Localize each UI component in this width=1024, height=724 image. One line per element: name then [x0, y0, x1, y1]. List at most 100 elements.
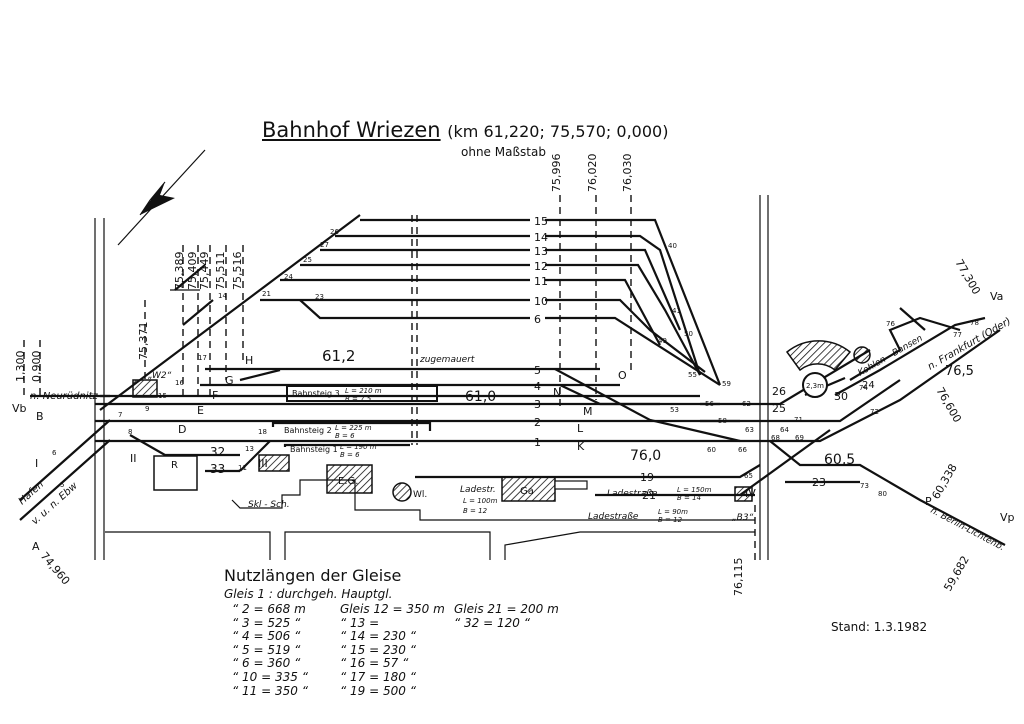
road-boundaries [94, 195, 769, 560]
svg-text:24: 24 [284, 273, 293, 281]
signal-box-w2 [132, 379, 158, 398]
track-numbers: 15 14 13 12 11 10 6 5 4 3 2 1 19 21 23 3… [210, 215, 875, 502]
platform-3-width: B = 7,5 [345, 395, 372, 403]
legend-row: “ 3 = 525 “ [232, 615, 301, 630]
svg-text:62: 62 [742, 400, 751, 408]
legend-row: “ 11 = 350 “ [232, 683, 308, 698]
station-km: (km 61,220; 75,570; 0,000) [447, 122, 669, 141]
legend-row: “ 19 = 500 “ [340, 683, 416, 698]
engine-shed [785, 340, 852, 372]
svg-text:E: E [197, 404, 204, 417]
legend: Nutzlängen der Gleise Gleis 1 : durchgeh… [224, 566, 401, 601]
north-arrow-icon [117, 149, 206, 246]
platform-1-name: Bahnsteig 1 [290, 445, 338, 454]
svg-text:40: 40 [668, 242, 677, 250]
svg-text:27: 27 [320, 241, 329, 249]
svg-text:63: 63 [745, 426, 754, 434]
platform-1-width: B = 6 [340, 451, 360, 459]
svg-text:H: H [245, 354, 253, 367]
signal-labels: BVb A ED FG H KL MN O PVp Va I II III IV [12, 290, 1015, 553]
stand-date: Stand: 1.3.1982 [831, 620, 928, 634]
svg-text:F: F [212, 389, 218, 402]
svg-text:60: 60 [707, 446, 716, 454]
svg-text:14: 14 [218, 292, 227, 300]
km-marker-75511: 75,511 [214, 252, 227, 291]
page-title: Bahnhof Wriezen (km 61,220; 75,570; 0,00… [262, 118, 668, 142]
svg-text:II: II [130, 452, 137, 465]
svg-text:64: 64 [780, 426, 789, 434]
platform-2-width: B = 6 [335, 432, 355, 440]
svg-text:30: 30 [834, 390, 848, 403]
label-w2: „W2“ [148, 371, 172, 381]
legend-row: “ 16 = 57 “ [340, 656, 409, 671]
building-wi [392, 482, 412, 502]
km-marker-75449: 75,449 [198, 252, 211, 291]
svg-text:55: 55 [688, 371, 697, 379]
svg-text:21: 21 [262, 290, 271, 298]
legend-row: “ 5 = 519 “ [232, 642, 301, 657]
svg-text:50: 50 [684, 330, 693, 338]
svg-text:69: 69 [795, 434, 804, 442]
legend-row: “ 17 = 180 “ [340, 669, 416, 684]
building-ga [501, 476, 556, 502]
svg-text:Vb: Vb [12, 402, 27, 415]
km-label-61-0: 61,0 [465, 389, 496, 405]
legend-row: “ 32 = 120 “ [454, 615, 530, 630]
signal-box-b3 [734, 486, 753, 502]
svg-text:2: 2 [534, 416, 541, 429]
km-marker-77300: 77,300 [952, 257, 983, 297]
label-neurudnitz: n. Neurüdnitz [30, 391, 99, 402]
km-marker-75516: 75,516 [231, 252, 244, 291]
loading-road-3-name: Ladestraße [588, 512, 639, 522]
svg-text:N: N [553, 386, 561, 399]
svg-text:15: 15 [158, 392, 167, 400]
svg-text:49: 49 [658, 337, 667, 345]
km-marker-76020: 76,020 [586, 154, 599, 193]
km-label-76-5: 76,5 [945, 364, 974, 379]
svg-text:65: 65 [744, 472, 753, 480]
svg-text:IV: IV [745, 487, 756, 500]
svg-text:15: 15 [534, 215, 548, 228]
svg-text:11: 11 [534, 275, 548, 288]
loading-road-2-length: L = 150m [677, 486, 712, 494]
svg-text:4: 4 [534, 380, 541, 393]
platform-2-length: L = 225 m [335, 424, 372, 432]
label-wi: Wl. [413, 490, 427, 500]
svg-text:5: 5 [534, 364, 541, 377]
km-marker-76115: 76,115 [732, 558, 745, 597]
svg-text:59: 59 [722, 380, 731, 388]
label-ga: Ga [520, 486, 534, 497]
km-label-61-2: 61,2 [322, 347, 355, 365]
svg-text:19: 19 [640, 471, 654, 484]
svg-text:72: 72 [870, 408, 879, 416]
water-tower [853, 346, 871, 364]
svg-text:71: 71 [794, 416, 803, 424]
svg-text:6: 6 [534, 313, 541, 326]
label-b3: „B3“ [732, 513, 754, 523]
svg-text:56: 56 [705, 400, 714, 408]
legend-row: Gleis 21 = 200 m [454, 602, 559, 616]
svg-text:3: 3 [534, 398, 541, 411]
svg-text:9: 9 [145, 405, 149, 413]
svg-text:11: 11 [238, 464, 247, 472]
km-label-76-0: 76,0 [630, 448, 661, 464]
svg-text:33: 33 [210, 462, 225, 476]
label-hafen: Hafen [17, 479, 46, 507]
km-marker-75409: 75,409 [186, 252, 199, 291]
scale-note: ohne Maßstab [461, 145, 546, 159]
building-r [153, 455, 198, 491]
svg-text:25: 25 [303, 256, 312, 264]
loading-road-1-length: L = 100m [463, 497, 498, 505]
upper-tracks [260, 218, 722, 386]
loading-road-3-length: L = 90m [658, 508, 688, 516]
legend-row: “ 14 = 230 “ [340, 629, 416, 644]
label-zugemauert: zugemauert [419, 355, 475, 365]
svg-text:D: D [178, 423, 186, 436]
svg-text:68: 68 [771, 434, 780, 442]
svg-text:10: 10 [534, 295, 548, 308]
svg-text:26: 26 [772, 385, 786, 398]
platform-1-length: L = 190 m [340, 443, 377, 451]
station-name: Bahnhof Wriezen [262, 118, 441, 142]
km-dashed-lines [23, 195, 756, 565]
